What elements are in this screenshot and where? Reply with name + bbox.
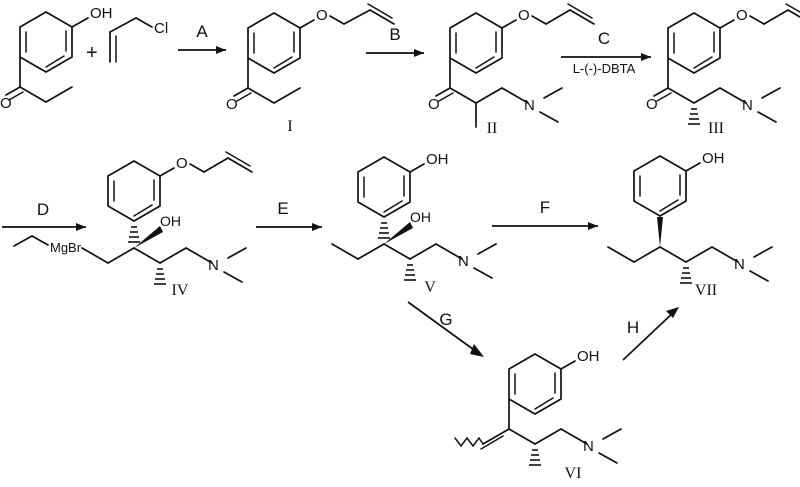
compound-allyl-chloride: Cl — [109, 17, 168, 63]
stereo-hash-aryl-v — [378, 222, 390, 239]
atom-label-n-iii: N — [742, 97, 753, 114]
reaction-arrow-a: A — [178, 22, 226, 54]
compound-ii: O O N II — [428, 3, 595, 137]
reagent-label-f: F — [540, 198, 550, 217]
reagent-label-a: A — [196, 22, 208, 41]
compound-starting-material: OH O — [0, 5, 113, 112]
stereo-hash-aryl-iv — [128, 226, 140, 243]
atom-label-oh-phenol-v: OH — [426, 151, 449, 168]
atom-label-o-ether-ii: O — [518, 7, 530, 24]
atom-label-o-ketone-i: O — [226, 96, 238, 113]
reagent-sublabel-c: L-(-)-DBTA — [573, 61, 636, 76]
reagent-label-b: B — [389, 25, 400, 44]
compound-roman-ii: II — [487, 120, 498, 137]
atom-label-o-ether-iii: O — [736, 7, 748, 24]
reagent-label-d: D — [37, 200, 49, 219]
reagent-label-e: E — [277, 199, 288, 218]
reaction-arrow-b: B — [366, 25, 424, 57]
reaction-arrow-g: G — [407, 301, 484, 357]
atom-label-oh-iv: OH — [160, 213, 181, 229]
atom-label-o-ether-iv: O — [176, 155, 188, 172]
reaction-arrow-d: D MgBr — [2, 200, 86, 255]
compound-iv: O OH N IV — [81, 151, 253, 299]
compound-roman-iii: III — [708, 120, 724, 137]
stereo-hash-methyl-vi — [529, 449, 541, 466]
atom-label-o-ketone-ii: O — [428, 96, 440, 113]
reaction-arrow-e: E — [256, 199, 322, 231]
reagent-label-c: C — [598, 29, 610, 48]
atom-label-n-ii: N — [524, 97, 535, 114]
reagent-label-h: H — [627, 318, 639, 337]
compound-roman-vii: VII — [695, 282, 717, 299]
atom-label-oh-v: OH — [410, 209, 431, 225]
compound-iii: O O N III — [646, 3, 800, 137]
compound-roman-vi: VI — [565, 465, 582, 482]
atom-label-oh-sm: OH — [90, 5, 113, 22]
wavy-bond-vi — [454, 436, 484, 448]
atom-label-oh-phenol-vi: OH — [577, 348, 600, 365]
atom-label-o-sm: O — [0, 95, 12, 112]
compound-vi: OH N VI — [454, 348, 622, 482]
reaction-arrow-h: H — [622, 307, 679, 361]
atom-label-n-vi: N — [583, 438, 594, 455]
atom-label-n-vii: N — [734, 256, 745, 273]
compound-i: O O I — [226, 3, 395, 135]
atom-label-o-ether-i: O — [316, 7, 328, 24]
stereo-hash-methyl-v — [404, 264, 416, 281]
stereo-hash-methyl-iii — [688, 108, 700, 125]
stereo-wedge-aryl-vii — [657, 217, 663, 247]
atom-label-n-v: N — [458, 253, 469, 270]
reaction-arrow-c: C L-(-)-DBTA — [561, 29, 651, 76]
stereo-wedge-oh-v — [384, 222, 413, 244]
stereo-hash-methyl-vii — [680, 267, 692, 284]
compound-roman-iv: IV — [172, 282, 189, 299]
atom-label-n-iv: N — [208, 257, 219, 274]
compound-roman-v: V — [424, 279, 436, 296]
stereo-hash-methyl-iv — [154, 268, 166, 285]
compound-v: OH OH N V — [331, 151, 497, 296]
reagent-sublabel-d: MgBr — [50, 240, 82, 255]
atom-label-cl: Cl — [154, 20, 168, 37]
atom-label-o-ketone-iii: O — [646, 96, 658, 113]
reagent-label-g: G — [439, 310, 452, 329]
stereo-wedge-oh-iv — [134, 226, 163, 248]
reaction-arrow-f: F — [492, 198, 598, 230]
compound-vii: OH N VII — [607, 150, 773, 299]
plus-symbol: + — [86, 42, 98, 64]
atom-label-oh-phenol-vii: OH — [702, 150, 725, 167]
compound-roman-i: I — [287, 118, 292, 135]
